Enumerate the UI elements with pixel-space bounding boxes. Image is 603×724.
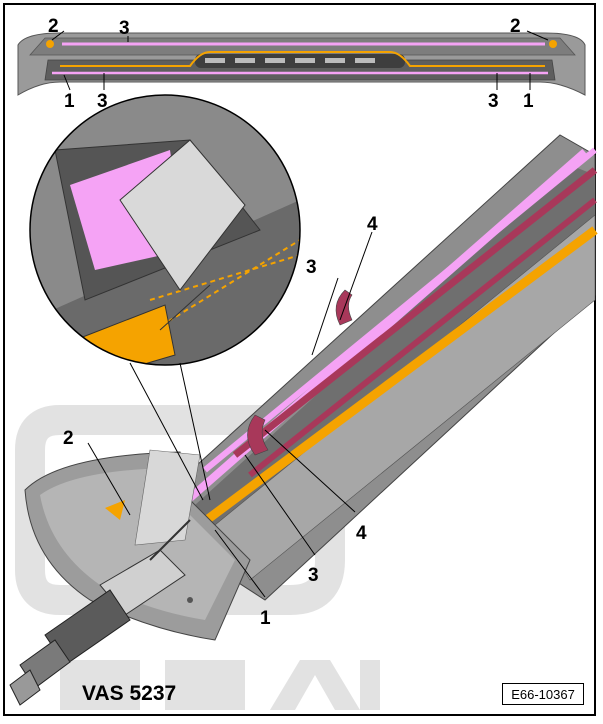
callout-1-left: 1: [64, 91, 75, 112]
leader-lines: [51, 30, 549, 598]
spoiler-end-cap: [24, 449, 251, 641]
orange-tape-guide: [129, 239, 300, 346]
callout-3-upper: 3: [306, 257, 317, 278]
callout-2-end-cap: 2: [63, 428, 74, 449]
orange-tape-top: [60, 51, 545, 67]
seat-wordmark-watermark: [60, 660, 380, 710]
callout-3-right: 3: [488, 91, 499, 112]
tape-end-flap-bottom: [247, 414, 269, 456]
spoiler-overview: [17, 32, 586, 96]
callout-2-top-right: 2: [510, 16, 521, 37]
maroon-tape: [232, 167, 598, 458]
callout-3-lower: 3: [308, 565, 319, 586]
callout-3-top: 3: [119, 18, 130, 39]
roller-tool-detail: [119, 139, 246, 291]
callout-4-lower: 4: [356, 523, 367, 544]
callout-3-left: 3: [97, 91, 108, 112]
tool-label: VAS 5237: [82, 682, 176, 705]
detail-magnifier: [29, 94, 301, 501]
vas-5237-tool: [9, 519, 191, 706]
callout-1-right: 1: [523, 91, 534, 112]
figure-id-box: E66-10367: [502, 683, 584, 705]
callout-1-lower: 1: [260, 608, 271, 629]
orange-tape: [197, 226, 598, 529]
callout-2-top-left: 2: [48, 16, 59, 37]
callout-4-upper: 4: [367, 214, 378, 235]
tape-end-flap-top: [335, 289, 353, 326]
direction-arrow: [105, 500, 125, 520]
